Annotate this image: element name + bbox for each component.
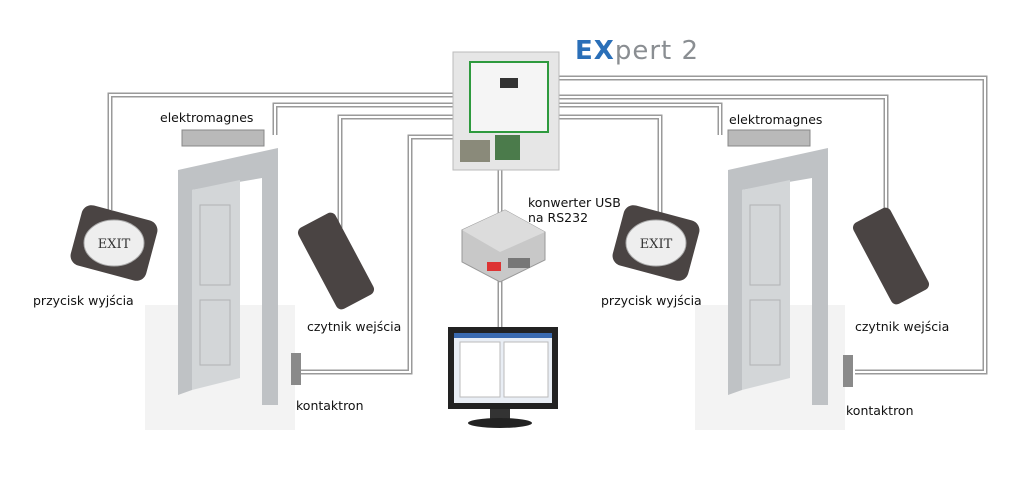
expert2-control-panel	[452, 51, 560, 171]
left-electromagnet	[181, 129, 265, 147]
label-right-exit: przycisk wyjścia	[601, 293, 702, 308]
logo-rest: pert 2	[614, 36, 700, 66]
label-left-electromagnet: elektromagnes	[160, 110, 254, 125]
label-left-exit: przycisk wyjścia	[33, 293, 134, 308]
label-left-contact: kontaktron	[296, 398, 364, 413]
usb-rs232-converter	[461, 209, 546, 283]
wire-left-magnet	[272, 102, 458, 135]
wire-right-magnet	[555, 102, 723, 135]
right-reed-contact	[843, 355, 853, 387]
expert2-logo: EXpert 2	[575, 36, 699, 66]
wires	[107, 75, 988, 375]
pc-monitor	[448, 327, 558, 428]
right-door	[695, 148, 845, 430]
label-converter-line1: konwerter USB	[528, 195, 621, 210]
exit-text: EXIT	[640, 237, 673, 252]
label-converter-line2: na RS232	[528, 210, 589, 225]
left-card-reader	[297, 212, 375, 310]
exit-text: EXIT	[98, 237, 131, 252]
label-right-contact: kontaktron	[846, 403, 914, 418]
right-electromagnet	[727, 129, 811, 147]
label-left-reader: czytnik wejścia	[307, 319, 402, 334]
left-reed-contact	[291, 353, 301, 385]
label-right-electromagnet: elektromagnes	[729, 112, 823, 127]
left-door	[145, 148, 295, 430]
wire-left-reader	[337, 114, 458, 228]
label-right-reader: czytnik wejścia	[855, 319, 950, 334]
right-exit-button: EXIT	[612, 205, 700, 281]
logo-prefix: EX	[575, 36, 615, 66]
right-card-reader	[852, 207, 930, 305]
left-exit-button: EXIT	[70, 205, 158, 281]
